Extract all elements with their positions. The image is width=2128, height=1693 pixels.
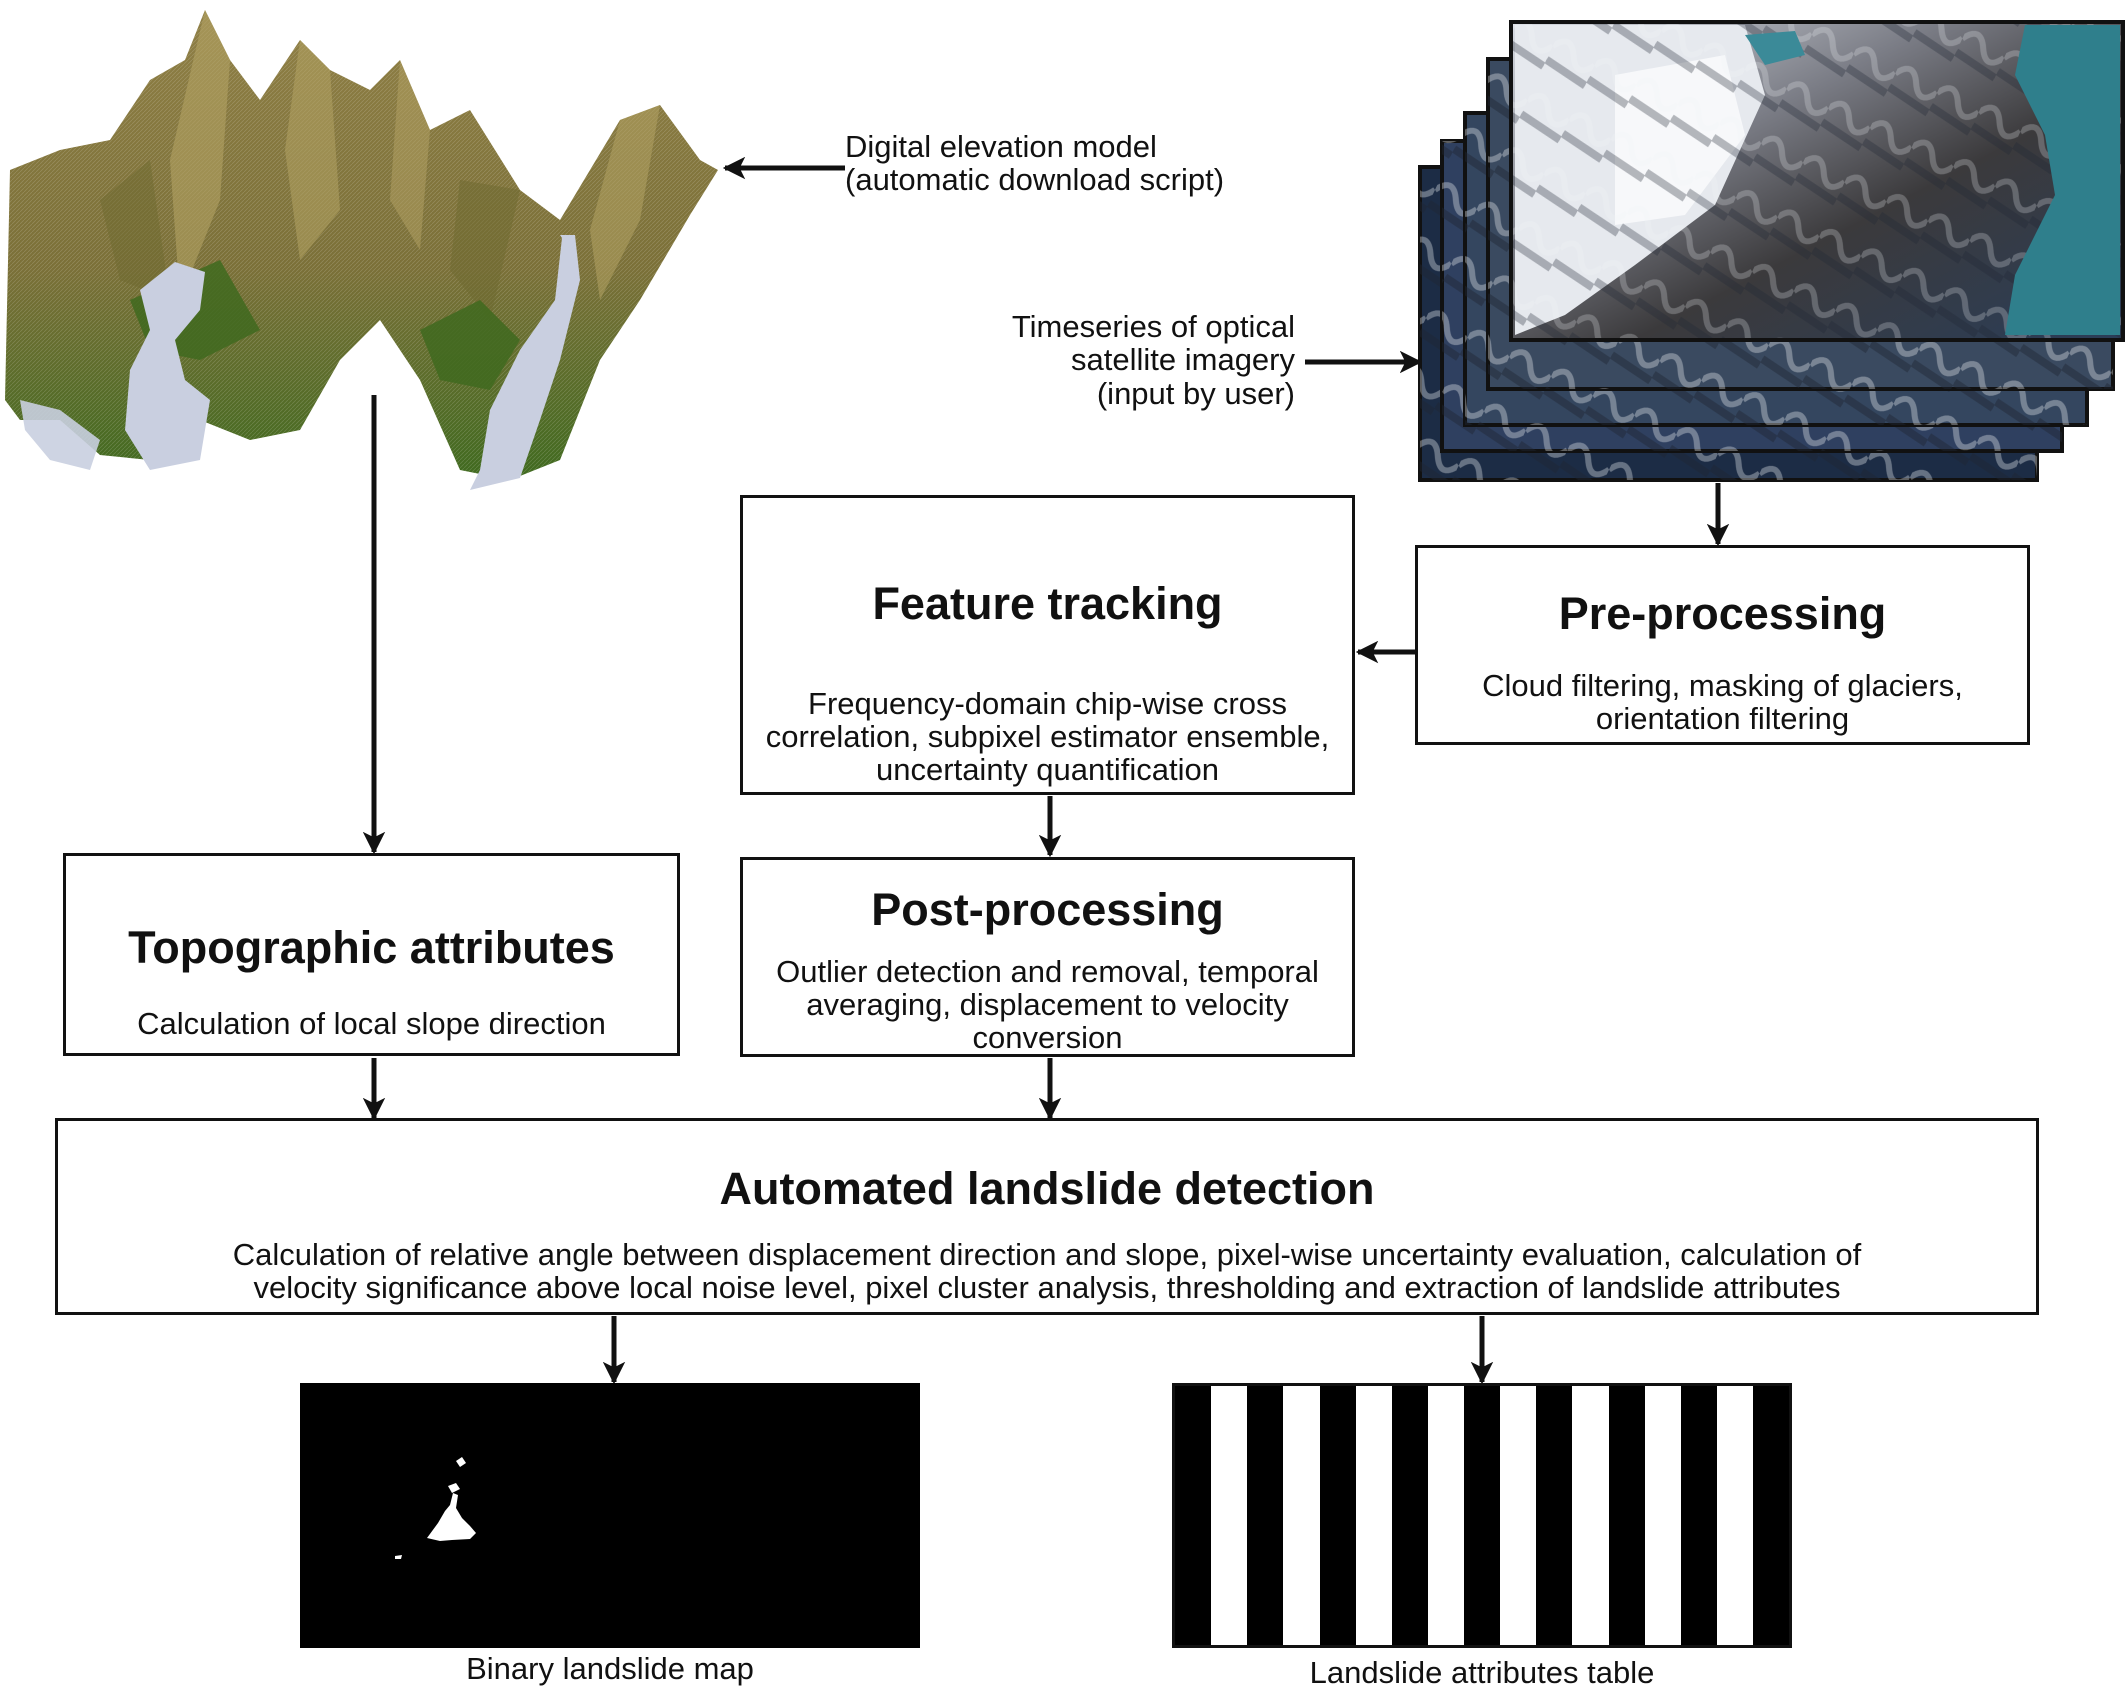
pre-processing-desc-line2: orientation filtering [1595, 700, 1850, 736]
feature-tracking-desc-line2: correlation, subpixel estimator ensemble… [765, 718, 1330, 754]
table-column [1356, 1386, 1392, 1645]
feature-tracking-description: Frequency-domain chip-wise cross correla… [743, 686, 1352, 787]
imagery-label-line2: satellite imagery [1071, 342, 1295, 378]
imagery-label-line1: Timeseries of optical [1011, 309, 1295, 344]
post-processing-desc-line1: Outlier detection and removal, temporal [776, 954, 1319, 989]
post-processing-box: Post-processing Outlier detection and re… [740, 857, 1355, 1057]
pre-processing-title: Pre-processing [1558, 588, 1887, 639]
dem-terrain-image [5, 10, 718, 490]
table-column [1753, 1386, 1790, 1645]
table-column [1319, 1386, 1356, 1645]
feature-tracking-desc-line3: uncertainty quantification [876, 751, 1219, 787]
table-column [1536, 1386, 1573, 1645]
landslide-detection-desc-line1: Calculation of relative angle between di… [232, 1237, 1862, 1272]
feature-tracking-box: Feature tracking Frequency-domain chip-w… [740, 495, 1355, 795]
table-column [1680, 1386, 1717, 1645]
landslide-detection-box: Automated landslide detection Calculatio… [55, 1118, 2039, 1315]
topographic-description: Calculation of local slope direction [66, 1006, 677, 1041]
feature-tracking-title: Feature tracking [872, 578, 1223, 629]
pre-processing-box: Pre-processing Cloud filtering, masking … [1415, 545, 2030, 745]
dem-label-line1: Digital elevation model [845, 129, 1157, 164]
table-column [1464, 1386, 1501, 1645]
table-column [1175, 1386, 1212, 1645]
pre-processing-desc-line1: Cloud filtering, masking of glaciers, [1482, 668, 1963, 703]
imagery-label-line3: (input by user) [1096, 375, 1295, 411]
table-column [1391, 1386, 1428, 1645]
satellite-image-stack [1415, 15, 2128, 485]
dem-input-label: Digital elevation model (automatic downl… [845, 130, 1224, 197]
post-processing-title: Post-processing [871, 884, 1224, 935]
post-processing-description: Outlier detection and removal, temporal … [743, 954, 1352, 1055]
image-layer-1 [1509, 20, 2125, 342]
table-column [1500, 1386, 1536, 1645]
topographic-desc-line1: Calculation of local slope direction [137, 1006, 606, 1041]
feature-tracking-desc-line1: Frequency-domain chip-wise cross [808, 686, 1287, 721]
topographic-title: Topographic attributes [128, 922, 615, 973]
post-processing-desc-line2: averaging, displacement to velocity [806, 986, 1289, 1022]
table-column [1645, 1386, 1681, 1645]
attributes-table-label: Landslide attributes table [1309, 1655, 1655, 1690]
table-column [1717, 1386, 1753, 1645]
binary-landslide-map [300, 1383, 920, 1648]
post-processing-desc-line3: conversion [972, 1019, 1123, 1055]
imagery-input-label: Timeseries of optical satellite imagery … [990, 309, 1295, 411]
landslide-detection-desc-line2: velocity significance above local noise … [253, 1269, 1841, 1305]
landslide-clusters [395, 1457, 476, 1559]
table-column [1428, 1386, 1464, 1645]
table-column [1572, 1386, 1608, 1645]
landslide-detection-title: Automated landslide detection [719, 1163, 1375, 1214]
topographic-attributes-box: Topographic attributes Calculation of lo… [63, 853, 680, 1056]
binary-map-label: Binary landslide map [466, 1651, 754, 1686]
table-column [1211, 1386, 1247, 1645]
dem-label-line2: (automatic download script) [845, 162, 1225, 198]
glacier-left [125, 262, 210, 470]
landslide-detection-description: Calculation of relative angle between di… [58, 1237, 2036, 1305]
lake [2005, 25, 2120, 335]
glacier-right [470, 235, 580, 490]
table-column [1608, 1386, 1645, 1645]
table-column [1283, 1386, 1319, 1645]
pre-processing-description: Cloud filtering, masking of glaciers, or… [1418, 668, 2027, 736]
landslide-attributes-table [1172, 1383, 1792, 1648]
table-column [1247, 1386, 1284, 1645]
